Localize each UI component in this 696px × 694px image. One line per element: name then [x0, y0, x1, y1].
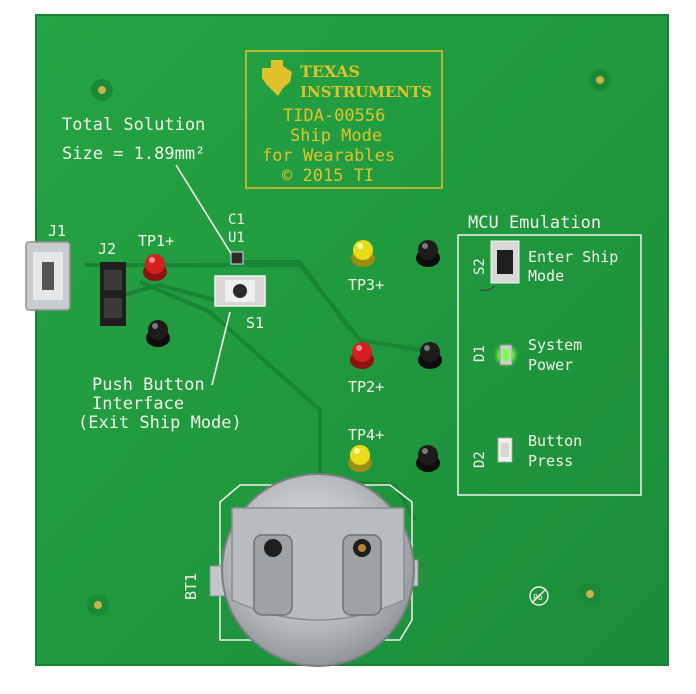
tp2-black-test-point	[418, 342, 442, 369]
texas-state-icon	[262, 60, 292, 96]
mounting-hole-bottom-right	[579, 583, 601, 605]
tp4-yellow-test-point	[348, 445, 372, 472]
enter-ship-line-1: Enter Ship	[528, 248, 618, 266]
board-id: TIDA-00556	[283, 106, 385, 126]
j1-label: J1	[48, 222, 66, 240]
tp1-black-test-point	[146, 320, 170, 347]
mounting-hole-bottom-left	[87, 594, 109, 616]
tp4-black-test-point	[416, 445, 440, 472]
push-button-line-2: Interface	[92, 394, 184, 414]
button-press-line-1: Button	[528, 432, 582, 450]
total-solution-line-1: Total Solution	[62, 115, 205, 135]
s2-label: S2	[472, 258, 488, 275]
bt1-coin-cell-holder	[209, 473, 419, 667]
button-pointer-line	[211, 311, 231, 386]
j1-usb-connector	[25, 241, 71, 311]
j2-label: J2	[98, 240, 116, 258]
copyright: © 2015 TI	[282, 166, 374, 186]
tp1-label: TP1+	[138, 232, 174, 250]
mounting-hole-top-right	[589, 69, 611, 91]
tp2-red-test-point	[350, 342, 374, 369]
brand-line-1: TEXAS	[300, 62, 360, 81]
d1-led-lit	[492, 341, 520, 369]
button-press-line-2: Press	[528, 452, 573, 470]
s1-label: S1	[246, 314, 264, 332]
mcu-emulation-box	[457, 234, 642, 496]
c1-label: C1	[228, 212, 245, 228]
tp4-label: TP4+	[348, 426, 384, 444]
ti-logo-block: TEXAS INSTRUMENTS TIDA-00556 Ship Mode f…	[245, 50, 443, 189]
bt1-label: BT1	[182, 573, 200, 600]
u1-chip	[230, 251, 244, 265]
d2-led-off	[497, 437, 513, 463]
subtitle-line-1: Ship Mode	[290, 126, 382, 146]
mcu-emulation-title: MCU Emulation	[468, 213, 601, 233]
system-power-line-1: System	[528, 336, 582, 354]
tp2-label: TP2+	[348, 378, 384, 396]
tp3-label: TP3+	[348, 276, 384, 294]
u1-label: U1	[228, 230, 245, 246]
system-power-line-2: Power	[528, 356, 573, 374]
d2-label: D2	[472, 451, 488, 468]
lead-free-icon: Pb	[529, 586, 549, 606]
brand-line-2: INSTRUMENTS	[300, 83, 432, 101]
subtitle-line-2: for Wearables	[262, 146, 395, 166]
push-button-line-1: Push Button	[92, 375, 205, 395]
mounting-hole-top-left	[91, 79, 113, 101]
push-button-line-3: (Exit Ship Mode)	[78, 413, 242, 433]
tp3-yellow-test-point	[351, 240, 375, 267]
enter-ship-line-2: Mode	[528, 267, 564, 285]
total-solution-line-2: Size = 1.89mm²	[62, 144, 205, 164]
d1-label: D1	[472, 345, 488, 362]
tp3-black-test-point	[416, 240, 440, 267]
s2-button	[479, 240, 520, 292]
tp1-red-test-point	[143, 254, 167, 281]
s1-button	[214, 275, 266, 307]
pb-symbol-text: Pb	[533, 593, 543, 602]
size-pointer-line	[175, 164, 233, 256]
j2-jumper	[100, 262, 126, 326]
